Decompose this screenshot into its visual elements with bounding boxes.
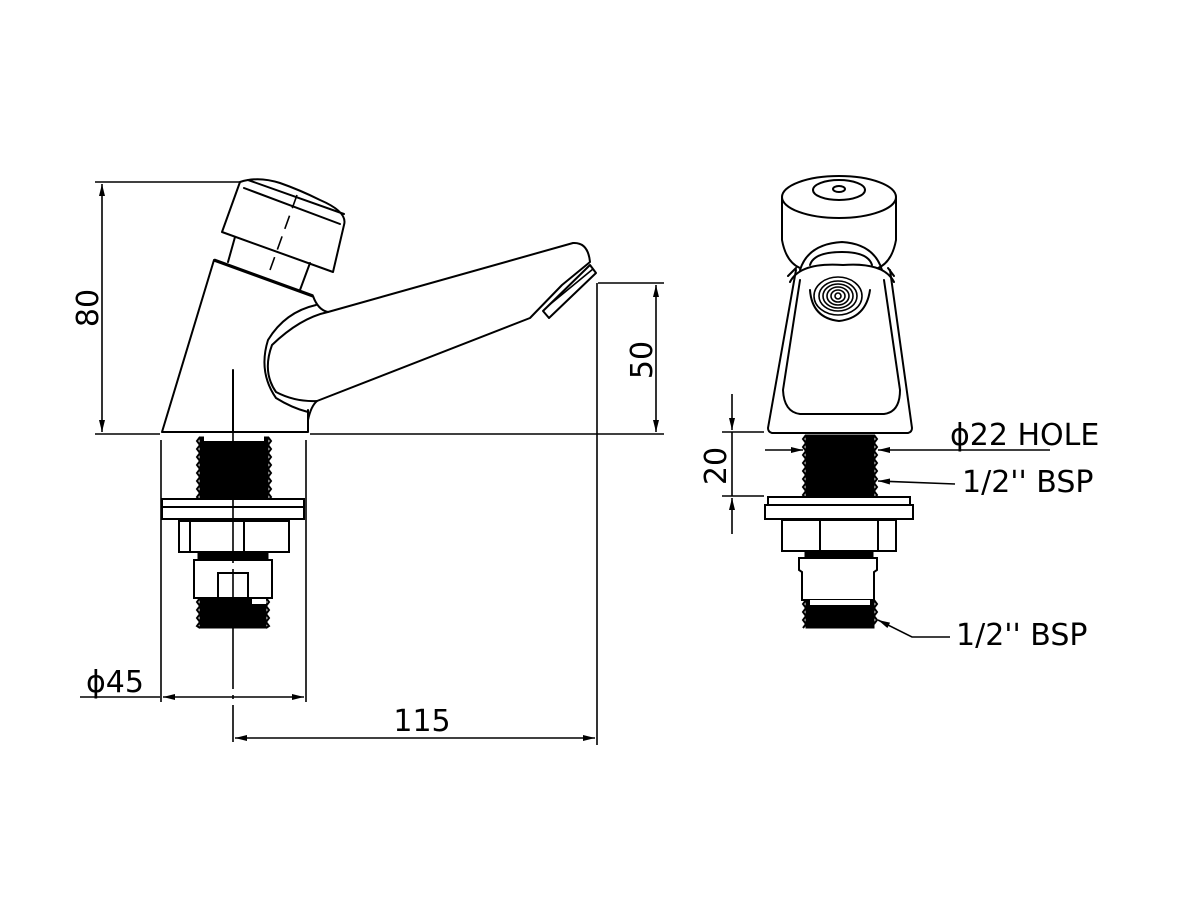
front-connector xyxy=(798,550,878,601)
push-button-cap xyxy=(221,178,346,273)
dimension-reach-115: 115 xyxy=(235,704,595,741)
dimension-label-115: 115 xyxy=(393,704,450,739)
front-aerator xyxy=(809,276,871,322)
upper-bsp-label: 1/2'' BSP xyxy=(962,465,1094,500)
dimension-shank-20: 20 xyxy=(699,394,764,534)
front-view: 20 ϕ22 HOLE 1/2'' BSP 1/2'' BSP xyxy=(699,175,1099,653)
front-washer-flange xyxy=(764,496,914,552)
lower-bsp-label: 1/2'' BSP xyxy=(956,618,1088,653)
dimension-label-45: ϕ45 xyxy=(86,665,144,700)
front-tap-body xyxy=(767,241,913,434)
cap-stem xyxy=(227,236,311,291)
hole-callout: ϕ22 HOLE xyxy=(765,418,1099,453)
side-view: 80 50 ϕ45 115 xyxy=(71,178,664,745)
front-lower-shank-thread xyxy=(801,599,879,629)
lower-bsp-callout: 1/2'' BSP xyxy=(877,618,1088,653)
dimension-height-80: 80 xyxy=(71,184,106,432)
front-push-button-cap xyxy=(781,175,897,269)
dimension-base-diameter-45: ϕ45 xyxy=(80,665,304,700)
upper-bsp-callout: 1/2'' BSP xyxy=(877,465,1094,500)
spout xyxy=(263,241,597,421)
dimension-label-80: 80 xyxy=(71,289,106,327)
dimension-spout-height-50: 50 xyxy=(625,285,660,432)
dimension-label-20: 20 xyxy=(699,447,734,485)
dimension-label-50: 50 xyxy=(625,341,660,379)
front-upper-shank-thread xyxy=(801,434,879,500)
hole-label: ϕ22 HOLE xyxy=(950,418,1099,453)
upper-shank-thread xyxy=(195,436,273,502)
